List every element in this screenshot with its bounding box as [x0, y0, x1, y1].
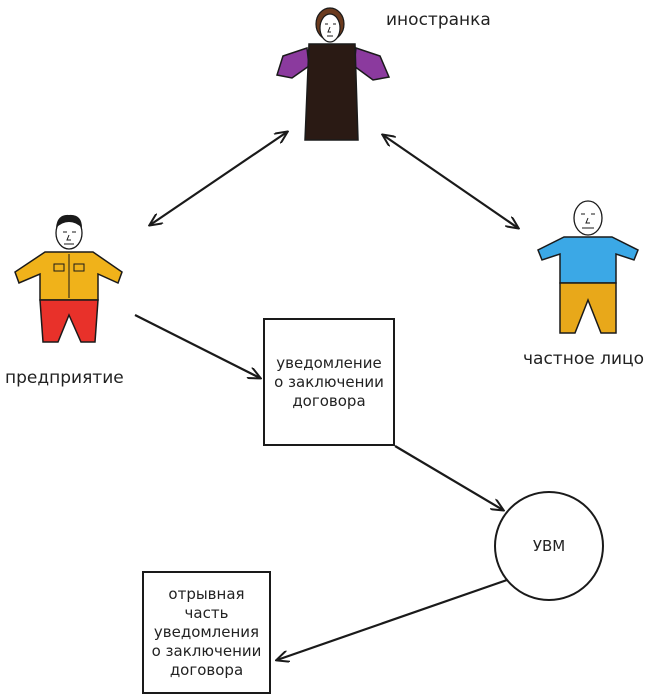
label-private-person: частное лицо — [523, 349, 644, 369]
company-hair — [56, 214, 82, 228]
arrow-uvm-tearoff — [277, 578, 508, 660]
company-pants — [39, 299, 99, 343]
label-foreigner: иностранка — [386, 10, 491, 30]
arrow-company-notification — [134, 314, 260, 378]
arrow-foreigner-private — [383, 135, 518, 228]
notification-box: уведомление о заключении договора — [263, 318, 395, 446]
foreigner-dress — [304, 43, 359, 141]
tear-off-box-text: отрывная часть уведомления о заключении … — [151, 585, 262, 679]
private-person-figure — [537, 200, 639, 334]
arrow-notification-uvm — [394, 445, 503, 510]
company-figure — [14, 214, 123, 343]
arrow-foreigner-company — [150, 132, 287, 225]
uvm-circle: УВМ — [494, 491, 604, 601]
tear-off-box: отрывная часть уведомления о заключении … — [142, 571, 271, 694]
foreigner-left-sleeve — [276, 46, 310, 79]
private-shirt — [537, 236, 639, 284]
uvm-label: УВМ — [532, 537, 566, 555]
label-company: предприятие — [5, 368, 124, 388]
private-pants — [559, 282, 617, 334]
foreigner-figure — [276, 7, 391, 141]
notification-box-text: уведомление о заключении договора — [274, 353, 384, 410]
foreigner-right-sleeve — [353, 46, 391, 81]
